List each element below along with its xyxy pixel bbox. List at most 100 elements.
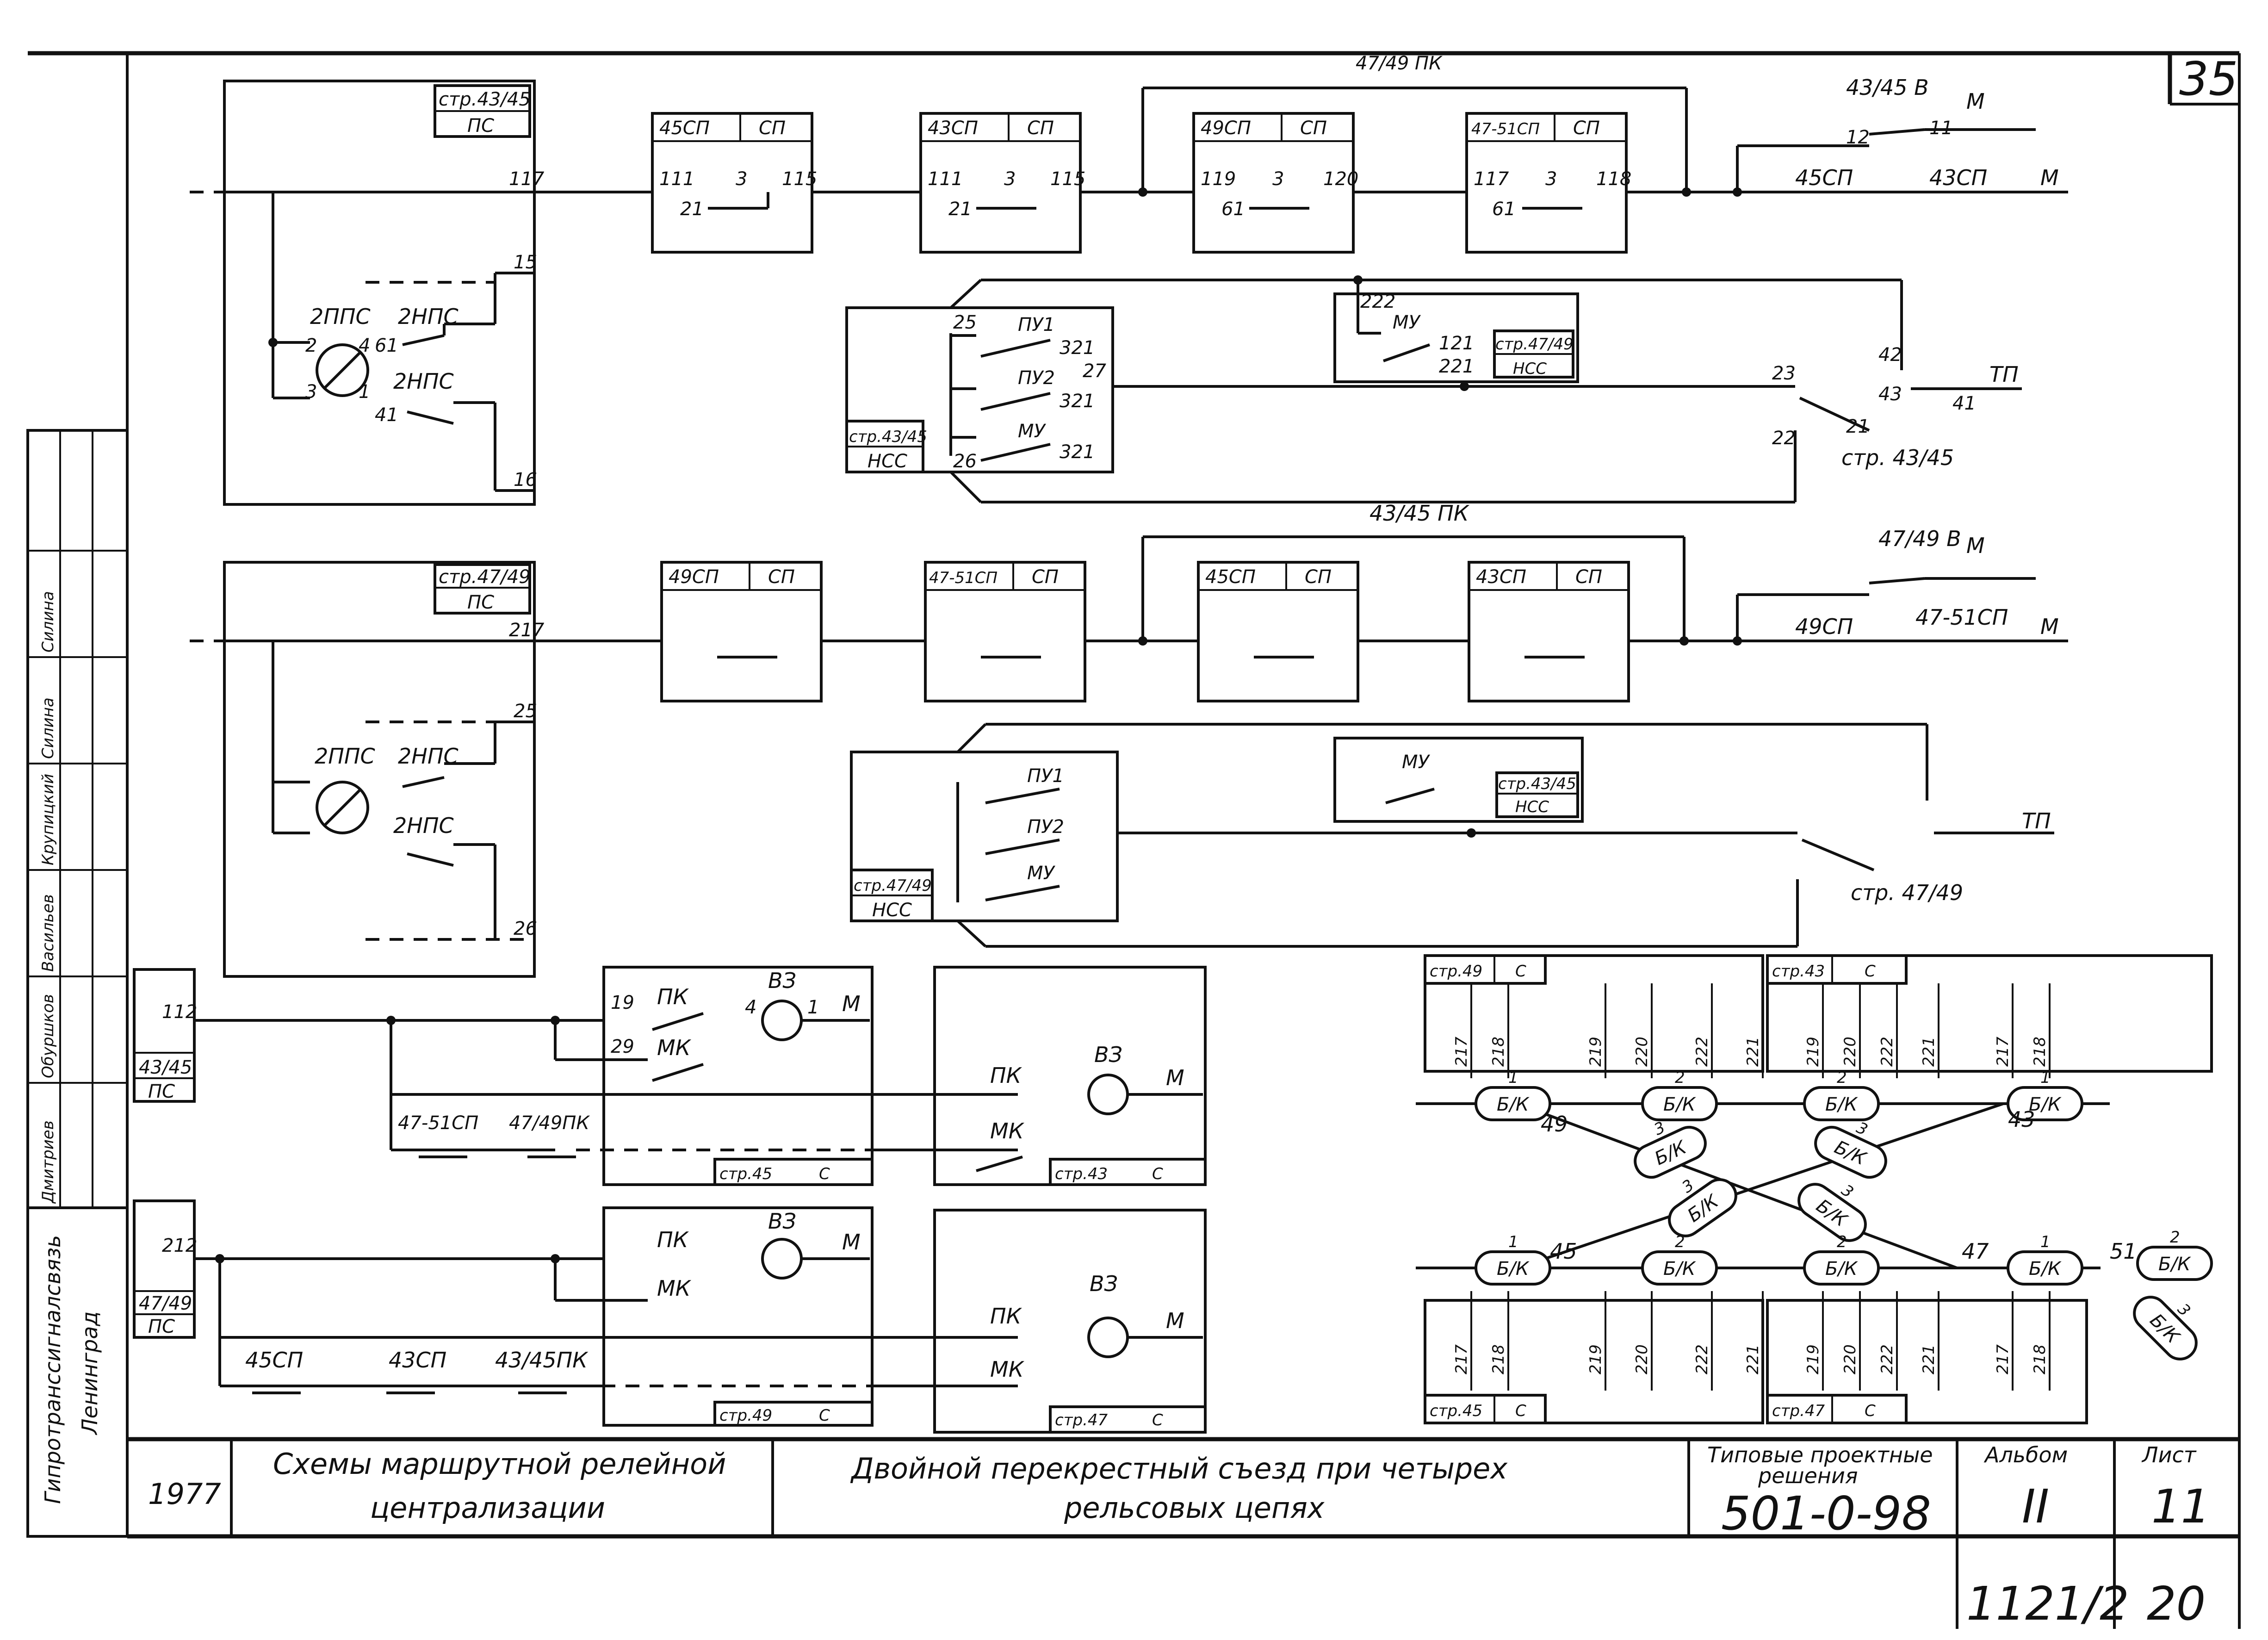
relay-2nps-b: 2НПС [393,369,454,394]
wire-number: 219 [1586,1344,1605,1374]
switch-label: Б/К [1663,1258,1696,1280]
wire-tp: ТП [1989,362,2019,387]
switch-num: 2 [2170,1228,2180,1247]
pin-label: 4 [745,997,756,1018]
pin-label: 12 [1846,127,1870,148]
relay-2pps: 2ППС [310,304,371,329]
wire-number: 221 [1744,1037,1762,1067]
block-ps: ПС [148,1081,175,1102]
switch-motor-vz: ВЗ [1090,1271,1118,1296]
switch-number: 43 [2008,1107,2035,1132]
switch-label: Б/К [1497,1258,1530,1280]
block-c: С [1865,962,1876,981]
drawing-frame: 35 [28,51,2241,1629]
sheet-corner-number: 35 [2179,52,2238,106]
organization-name: Гипротранссигналсвязь [40,1235,65,1504]
pin-label: 221 [1439,356,1474,377]
wire-m: М [1966,533,1985,558]
contact-label: 43/45ПК [495,1348,589,1373]
switch-num: 2 [1675,1068,1685,1087]
block-ref: стр.45 [1430,1402,1482,1420]
block-nss: НСС [868,451,907,472]
block-ref: стр.43/45 [849,428,927,446]
wire-tp: ТП [2022,808,2051,833]
pin-label: 2 [305,335,317,356]
wire-number: 217 [1452,1344,1471,1374]
sp-box-45sp: 45СП СП 111 115 21 3 [651,112,817,254]
switch-label: Б/К [1497,1094,1530,1115]
block-ref: стр.47/49 [854,876,932,895]
block-ref: стр.49 [719,1406,772,1425]
wire-number: 217 [1994,1037,2012,1067]
pin-label: 119 [1201,168,1236,190]
contact-label: 47-51СП [1915,605,2008,630]
wire-m: М [1966,89,1985,114]
sheet-label: Лист [2141,1442,2197,1467]
stamp-name: Дмитриев [39,1120,57,1204]
wire-number: 220 [1841,1344,1859,1374]
switch-motor-vz: ВЗ [768,1209,796,1234]
wire-15: 15 [514,252,537,273]
switch-label: Б/К [1663,1094,1696,1115]
pin-label: 118 [1596,168,1631,190]
block-ref: стр. 47/49 [1851,880,1963,905]
wire-number: 221 [1744,1344,1762,1374]
contact-label: 49СП [1795,614,1853,639]
box-label: 45СП [659,118,710,139]
block-ref: стр.47 [1772,1402,1825,1420]
contact-label: 43/45 ПК [1369,501,1470,526]
wire-number: 221 [1920,1037,1938,1067]
wire-m: М [842,991,861,1016]
switch-num: 3 [1651,1118,1668,1139]
wire-m: М [2040,165,2059,190]
stamp-name: Васильев [39,894,57,972]
pin-label: 19 [611,992,634,1013]
contact-label: 47/49 В [1878,526,1961,551]
box-label: 49СП [669,566,719,588]
archive-number: 1121/2 [1966,1577,2129,1631]
block-ref: стр.47/49 [1495,335,1574,354]
pin-label: 61 [375,335,398,356]
pin-label: 111 [659,168,694,190]
box-label: 45СП [1205,566,1256,588]
wire-number: 219 [1804,1344,1822,1374]
contact-label: 47/49ПК [509,1112,590,1134]
block-nss: НСС [1515,798,1549,816]
block-label: 112 [162,1001,197,1023]
pin-label: 321 [1060,391,1095,412]
pin-label: 1 [359,381,370,403]
relay-circuit-upper-2: стр.47/49 ПС 217 2ППС 2НПС 2НПС 25 26 [190,561,662,978]
contact-pk: ПК [657,1227,689,1252]
wire-number: 221 [1920,1344,1938,1374]
wire-m: М [1166,1308,1184,1333]
wire-26: 26 [514,918,537,939]
contact-label: 43СП [389,1348,446,1373]
pin-label: 25 [953,312,977,333]
drawing-title-line-1: Двойной перекрестный съезд при четырех [850,1452,1508,1485]
block-ref: стр.43 [1772,962,1825,981]
pin-label: 11 [1929,118,1953,139]
switch-label: Б/К [2158,1254,2191,1275]
archive-page: 20 [2147,1577,2206,1631]
pin-label: 41 [1952,393,1976,414]
contact-mk: МК [657,1276,692,1301]
box-label: СП [759,118,786,139]
wire-25: 25 [514,701,537,722]
relay-label: МУ [1027,863,1056,884]
title-block-ref: стр.47/49 [439,566,531,588]
block-label: 212 [162,1235,197,1256]
switch-num: 2 [1837,1233,1847,1251]
wire-number: 219 [1586,1037,1605,1067]
pin-label: 121 [1439,333,1474,354]
pin-label: 3 [1545,168,1557,190]
pin-label: 3 [736,168,747,190]
switch-control-circuit-2: 212 47/49 ПС стр.49 С ПК МК ВЗ М 45СП 43… [133,1199,1207,1434]
block-c: С [1152,1411,1163,1429]
block-c: С [819,1165,830,1183]
subject-line-2: централизации [370,1491,605,1525]
switch-number: 49 [1541,1112,1568,1137]
contact-pk: ПК [990,1063,1022,1088]
switch-num: 2 [1675,1233,1685,1251]
switch-label: Б/К [1825,1094,1858,1115]
